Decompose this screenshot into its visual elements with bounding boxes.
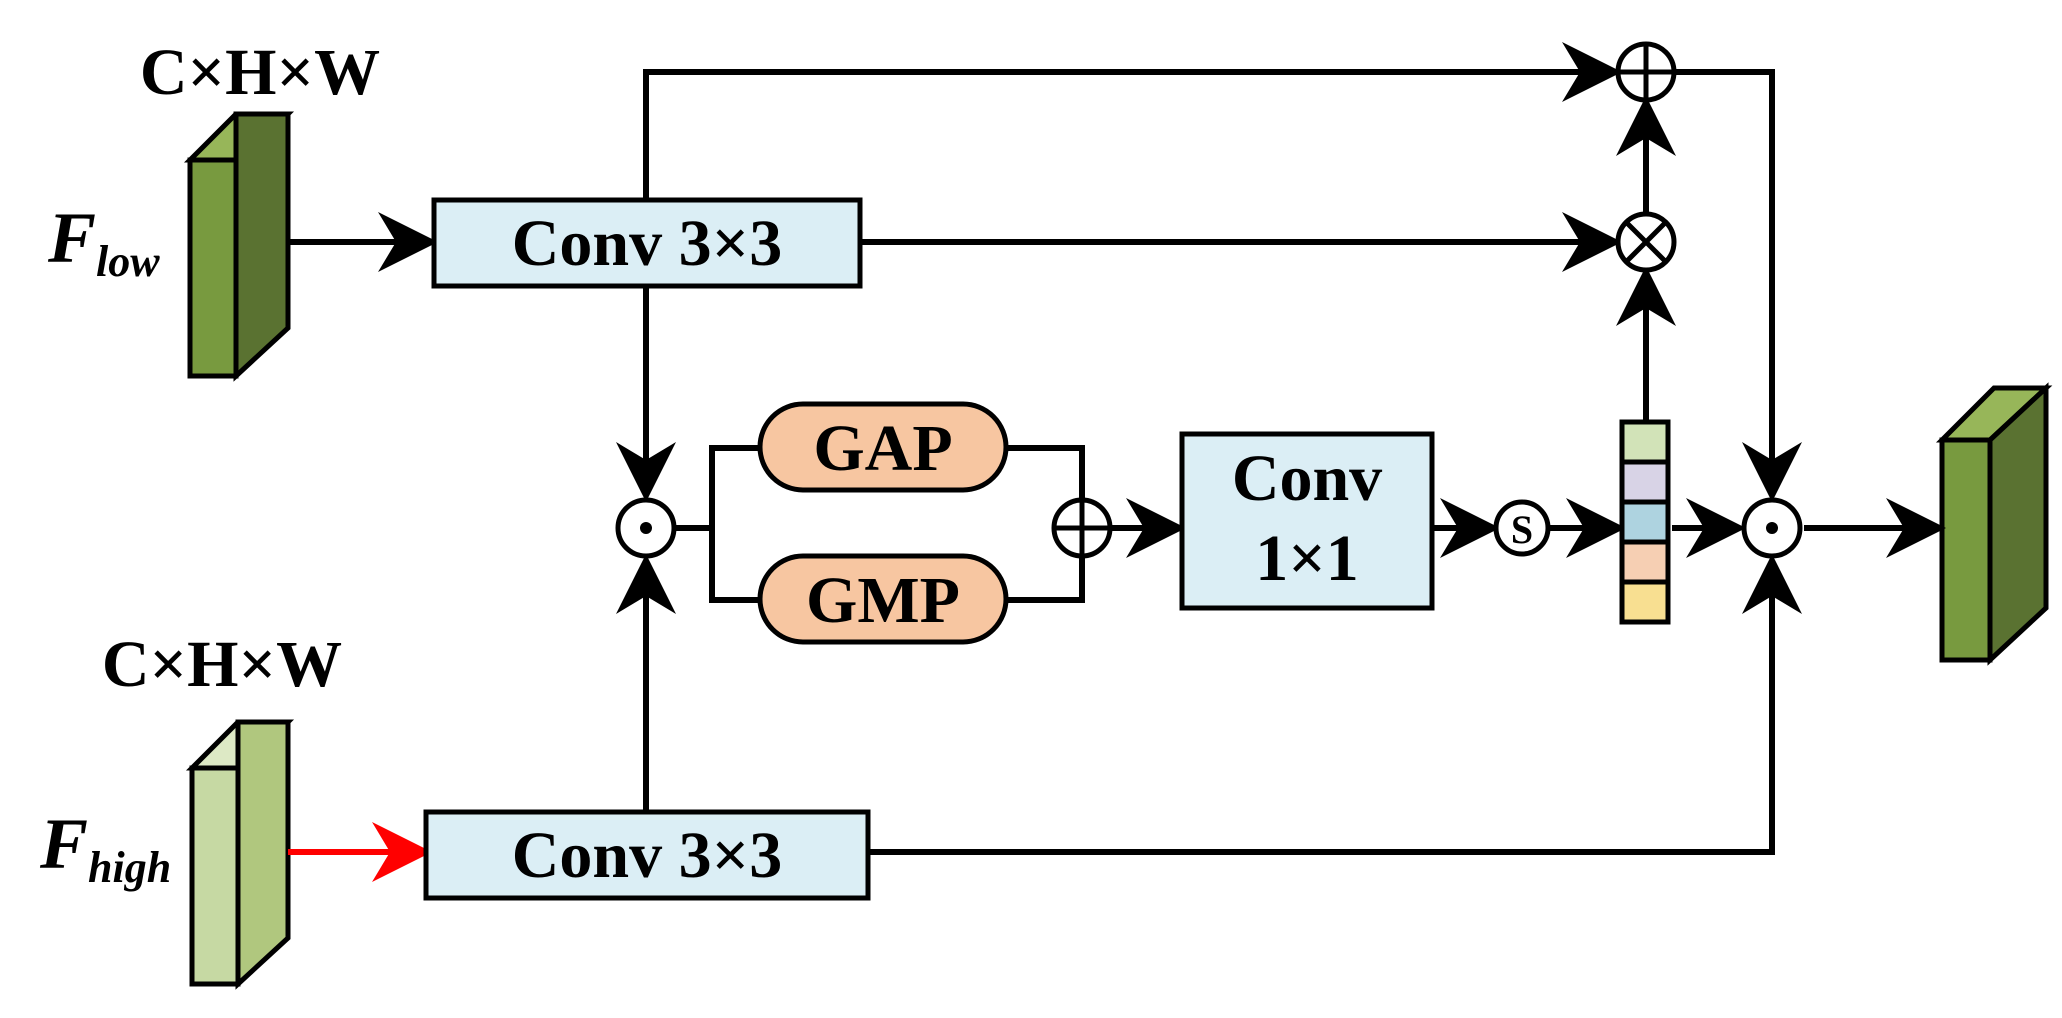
input-high-label: Fhigh: [39, 804, 171, 892]
split-to-gap: [676, 445, 760, 531]
low-block-side: [233, 111, 291, 382]
gmp-box: [757, 553, 1009, 645]
conv-bottom-label: Conv 3×3: [512, 819, 782, 892]
sigmoid-circle: [1493, 499, 1551, 557]
conv1x1-box: [1179, 431, 1435, 611]
conv-top-box: [431, 197, 863, 289]
weight-cell-1: [1619, 419, 1671, 465]
conv1x1-label-line2: 1×1: [1255, 522, 1359, 595]
input-low: C×H×W Flow: [47, 36, 380, 382]
input-low-name: F: [47, 198, 96, 278]
out-block-side: [1987, 382, 2049, 666]
input-low-label: Flow: [47, 198, 160, 286]
input-high-name: F: [39, 804, 88, 884]
dot-product-left: [615, 497, 677, 559]
add-pool-node: [1051, 497, 1113, 559]
conv1x1-block: Conv 1×1: [1179, 431, 1435, 611]
weight-cell-4: [1619, 539, 1671, 585]
input-low-dim-label: C×H×W: [140, 36, 380, 109]
gmp-block: GMP: [757, 553, 1009, 645]
weight-cell-2: [1619, 459, 1671, 505]
gmp-to-add: [1006, 558, 1085, 603]
connectors: [288, 42, 1946, 882]
conv1x1-label-line1: Conv: [1232, 442, 1382, 515]
split-to-gmp: [709, 528, 760, 603]
low-block-front: [187, 157, 239, 379]
gap-block: GAP: [757, 401, 1009, 493]
add-top-node: [1615, 41, 1677, 103]
gmp-label: GMP: [806, 564, 960, 637]
sigmoid-label: S: [1511, 507, 1533, 552]
skip-to-add-top: [643, 42, 1622, 200]
high-block-side: [235, 719, 291, 990]
input-low-subscript: low: [96, 237, 160, 286]
gap-label: GAP: [813, 412, 952, 485]
high-block-front: [189, 765, 241, 987]
dot-left-center: [640, 522, 652, 534]
multiply-node: [1615, 211, 1677, 273]
input-high: C×H×W Fhigh: [39, 628, 342, 990]
add-to-output-dot: [1676, 69, 1802, 502]
gap-box: [757, 401, 1009, 493]
sigmoid-node: S: [1493, 499, 1551, 557]
conv-top-label: Conv 3×3: [512, 207, 782, 280]
multiply-d2: [1624, 220, 1668, 264]
conv-bottom-box: [423, 809, 871, 901]
conv-bottom-to-output-dot: [868, 554, 1802, 855]
gap-to-add: [1006, 445, 1085, 498]
dot-product-right: [1741, 497, 1803, 559]
out-block-front: [1939, 437, 1993, 663]
weight-cell-3: [1619, 499, 1671, 545]
attention-weights: [1619, 419, 1671, 625]
input-high-dim-label: C×H×W: [102, 628, 342, 701]
weight-cell-5: [1619, 579, 1671, 625]
output-feature: [1935, 382, 2053, 666]
input-high-subscript: high: [88, 843, 171, 892]
dot-right-center: [1766, 522, 1778, 534]
conv-bottom-block: Conv 3×3: [423, 809, 871, 901]
conv-top-block: Conv 3×3: [431, 197, 863, 289]
